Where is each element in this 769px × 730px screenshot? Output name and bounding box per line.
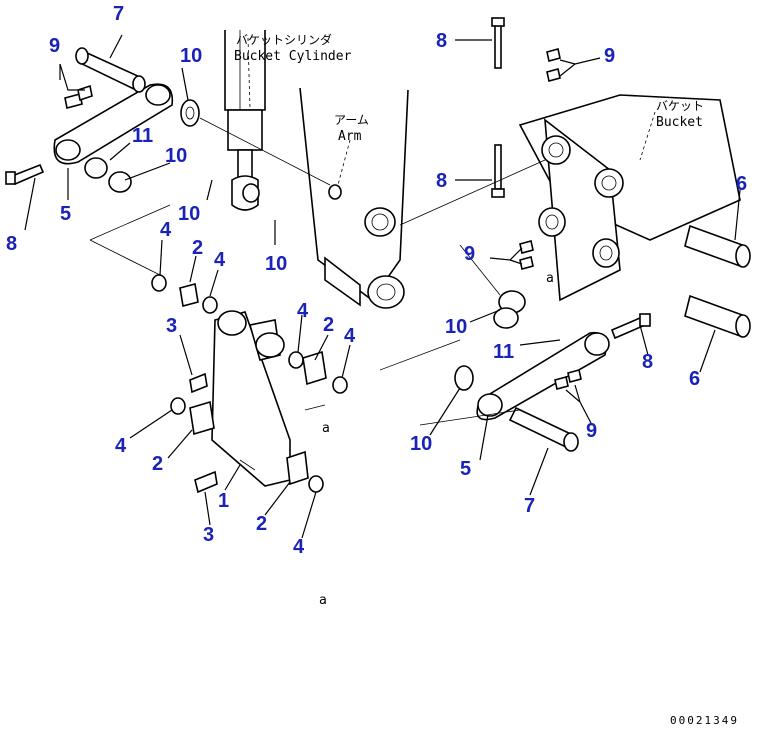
callout-8: 8 bbox=[642, 351, 653, 373]
callout-5: 5 bbox=[460, 458, 471, 480]
arm-jp-caption: アーム bbox=[334, 113, 369, 127]
callout-6: 6 bbox=[736, 173, 747, 195]
arm-caption: Arm bbox=[338, 129, 362, 144]
callout-9: 9 bbox=[49, 35, 60, 57]
bucket-cylinder-caption: Bucket Cylinder bbox=[234, 49, 352, 64]
ref-mark-a: a bbox=[319, 593, 327, 608]
bucket-cylinder-jp-caption: バケットシリンダ bbox=[236, 32, 332, 47]
callout-5: 5 bbox=[60, 203, 71, 225]
callout-11: 11 bbox=[493, 341, 514, 363]
callout-10: 10 bbox=[265, 253, 287, 275]
callout-10: 10 bbox=[178, 203, 200, 225]
callout-7: 7 bbox=[113, 3, 124, 25]
bucket bbox=[491, 17, 751, 338]
callout-9: 9 bbox=[464, 243, 475, 265]
callout-10: 10 bbox=[180, 45, 202, 67]
right-link-assembly bbox=[454, 290, 651, 452]
callout-4: 4 bbox=[115, 435, 127, 457]
callout-2: 2 bbox=[152, 453, 163, 475]
callout-8: 8 bbox=[436, 170, 447, 192]
callout-8: 8 bbox=[6, 233, 17, 255]
bucket-jp-caption: バケット bbox=[656, 99, 704, 113]
callout-11: 11 bbox=[132, 125, 153, 147]
arm bbox=[299, 87, 409, 309]
ref-mark-a: a bbox=[322, 421, 330, 436]
callout-4: 4 bbox=[160, 219, 172, 241]
callout-labels: 7 9 10 11 10 5 8 10 10 4 2 4 3 4 2 4 4 2… bbox=[6, 3, 747, 558]
callout-4: 4 bbox=[297, 300, 309, 322]
leader-lines bbox=[24, 34, 741, 539]
left-link-assembly bbox=[5, 47, 200, 193]
callout-4: 4 bbox=[344, 325, 356, 347]
callout-8: 8 bbox=[436, 30, 447, 52]
callout-7: 7 bbox=[524, 495, 535, 517]
callout-9: 9 bbox=[586, 420, 597, 442]
callout-9: 9 bbox=[604, 45, 615, 67]
bucket-caption: Bucket bbox=[656, 115, 703, 130]
callout-3: 3 bbox=[166, 315, 177, 337]
callout-6: 6 bbox=[689, 368, 700, 390]
callout-2: 2 bbox=[323, 314, 334, 336]
document-number: 00021349 bbox=[670, 714, 739, 727]
callout-10: 10 bbox=[165, 145, 187, 167]
callout-2: 2 bbox=[192, 237, 203, 259]
bucket-cylinder bbox=[224, 30, 266, 211]
callout-10: 10 bbox=[445, 316, 467, 338]
ref-mark-a: a bbox=[546, 271, 554, 286]
callout-1: 1 bbox=[218, 490, 229, 512]
callout-3: 3 bbox=[203, 524, 214, 546]
callout-2: 2 bbox=[256, 513, 267, 535]
center-link-assembly bbox=[151, 274, 348, 494]
callout-4: 4 bbox=[214, 249, 226, 271]
callout-10: 10 bbox=[410, 433, 432, 455]
callout-4: 4 bbox=[293, 536, 305, 558]
